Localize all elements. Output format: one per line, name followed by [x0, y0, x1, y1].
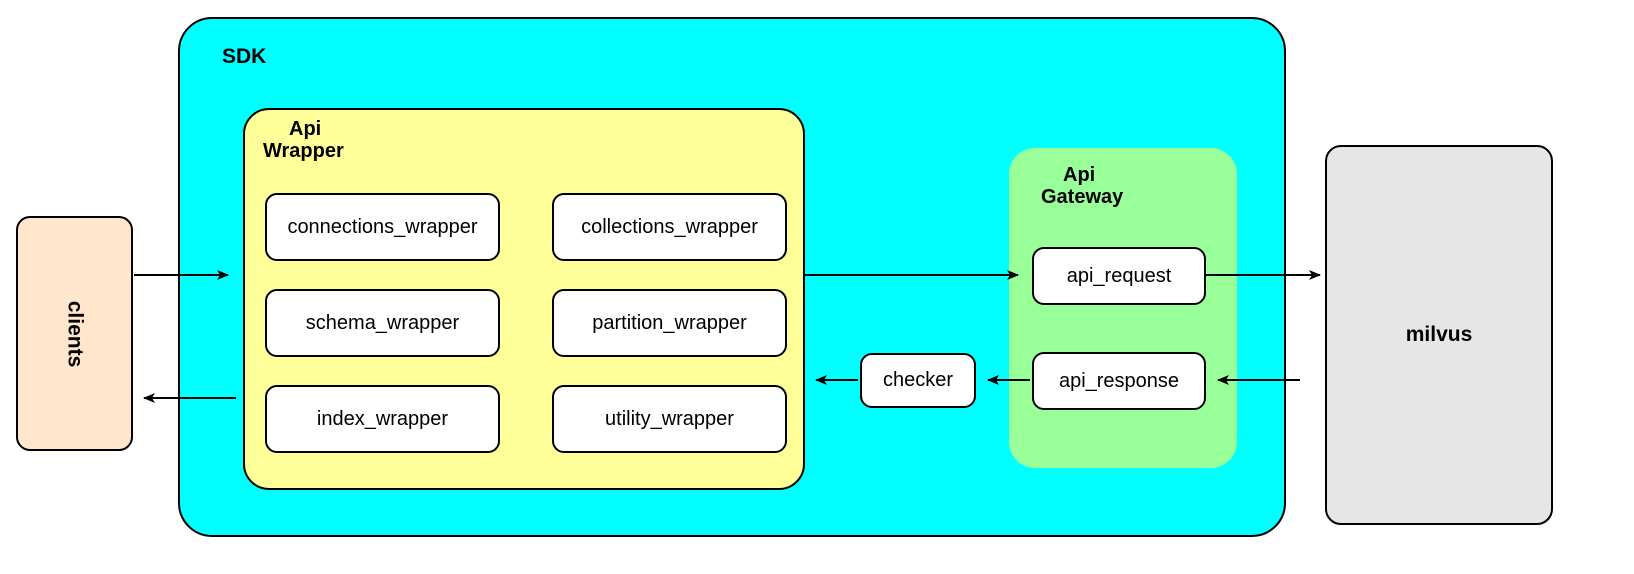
milvus-label: milvus: [1405, 323, 1473, 346]
index-wrapper-box[interactable]: index_wrapper: [265, 385, 500, 453]
milvus-box[interactable]: milvus: [1325, 145, 1553, 525]
api-gateway-container: Api Gateway: [1009, 148, 1237, 468]
api-gateway-label: Api Gateway: [1041, 164, 1124, 209]
connections-wrapper-box[interactable]: connections_wrapper: [265, 193, 500, 261]
clients-box[interactable]: clients: [16, 216, 133, 451]
api-request-label: api_request: [1066, 264, 1172, 287]
schema-wrapper-label: schema_wrapper: [305, 311, 460, 334]
sdk-label: SDK: [222, 45, 267, 68]
api-response-label: api_response: [1058, 369, 1180, 392]
checker-box[interactable]: checker: [860, 353, 976, 408]
partition-wrapper-label: partition_wrapper: [592, 311, 747, 334]
index-wrapper-label: index_wrapper: [316, 407, 449, 430]
connections-wrapper-label: connections_wrapper: [287, 215, 478, 238]
api-wrapper-label: Api Wrapper: [263, 118, 344, 163]
collections-wrapper-box[interactable]: collections_wrapper: [552, 193, 787, 261]
collections-wrapper-label: collections_wrapper: [581, 215, 758, 238]
partition-wrapper-box[interactable]: partition_wrapper: [552, 289, 787, 357]
api-request-box[interactable]: api_request: [1032, 247, 1206, 305]
checker-label: checker: [882, 369, 954, 391]
api-response-box[interactable]: api_response: [1032, 352, 1206, 410]
schema-wrapper-box[interactable]: schema_wrapper: [265, 289, 500, 357]
clients-label: clients: [63, 300, 87, 367]
utility-wrapper-box[interactable]: utility_wrapper: [552, 385, 787, 453]
utility-wrapper-label: utility_wrapper: [605, 407, 734, 430]
